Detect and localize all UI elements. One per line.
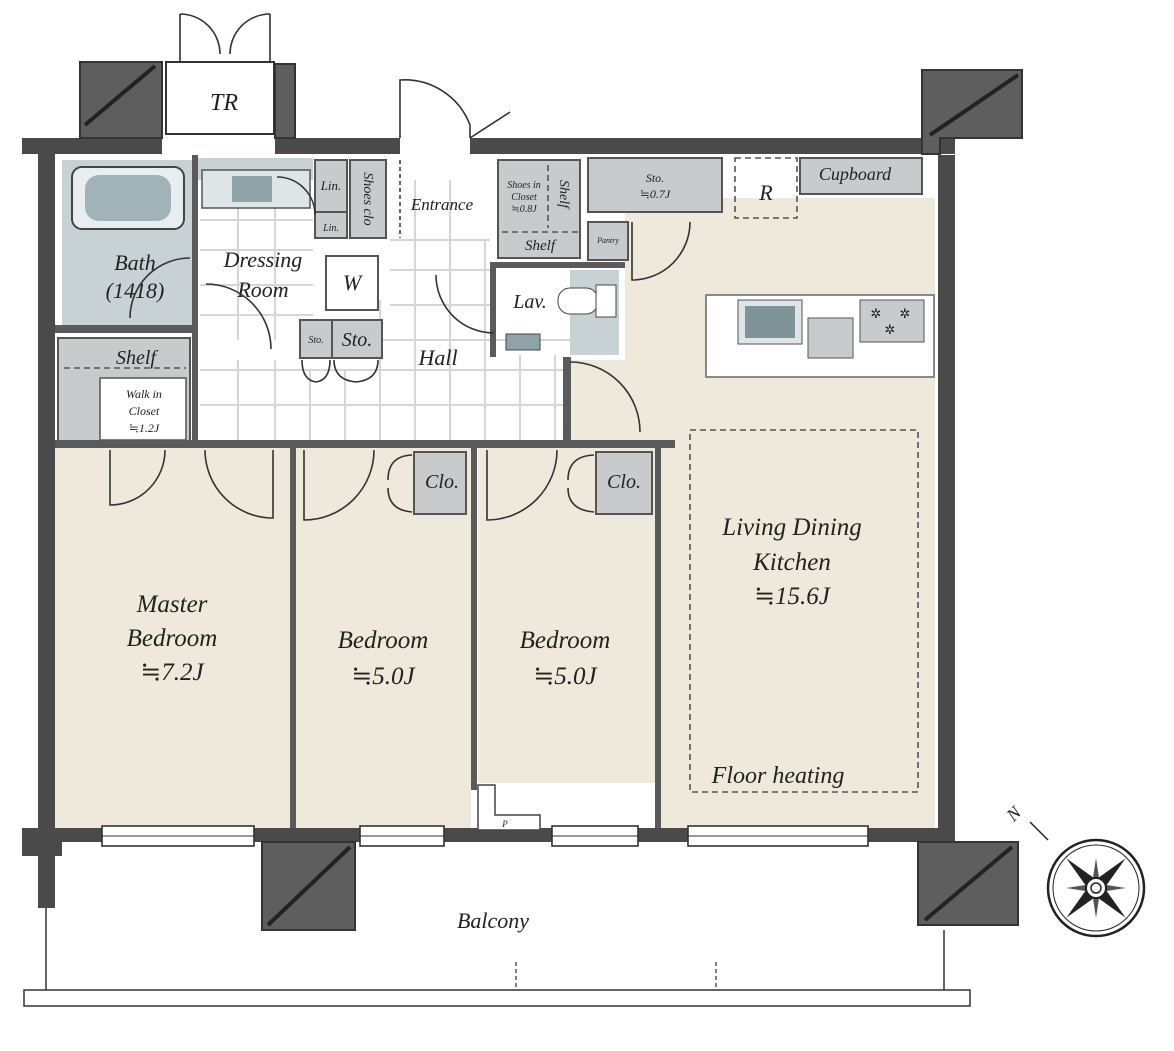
- balcony: Balcony: [23, 908, 971, 1007]
- dressing-room: W Dressing Room: [201, 169, 379, 350]
- wic-shelf-label: Shelf: [116, 347, 158, 369]
- trunk-room: TR: [165, 13, 275, 135]
- master-bedroom-label-2: Bedroom: [127, 625, 218, 652]
- closet-1-label: Clo.: [425, 471, 459, 493]
- linen-top-label: Lin.: [320, 178, 342, 193]
- ldk-label-2: Kitchen: [752, 549, 831, 576]
- dressing-label-1: Dressing: [223, 247, 303, 272]
- shoes-in-closet-2: Closet: [511, 192, 537, 203]
- bath-label: Bath: [114, 250, 156, 275]
- trunk-room-label: TR: [210, 90, 238, 116]
- wic-label-2: Closet: [129, 404, 160, 418]
- hall-tile-grid: [200, 180, 570, 440]
- bath-room: Bath (1418): [71, 166, 191, 319]
- pipe-space-label: P: [501, 819, 508, 829]
- walk-in-closet: Shelf Walk in Closet ≒1.2J: [64, 347, 187, 441]
- master-bedroom-floor: [55, 448, 290, 828]
- bedroom-doors: [109, 449, 558, 521]
- svg-text:✲: ✲: [885, 323, 896, 338]
- linen-bottom-label: Lin.: [322, 223, 339, 234]
- entrance-label: Entrance: [410, 195, 474, 214]
- bedroom-1-label: Bedroom: [338, 627, 429, 654]
- shoes-in-closet: Shoes in Closet ≒0.8J Shelf Shelf: [497, 159, 581, 259]
- pillars: [79, 61, 1023, 931]
- storage-top-1: Sto.: [646, 171, 664, 185]
- pantry-label: Pantry: [596, 236, 619, 245]
- cupboard-label: Cupboard: [819, 164, 892, 184]
- compass-icon: [1029, 821, 1146, 938]
- north-label: N: [1002, 802, 1026, 826]
- dressing-label-2: Room: [236, 277, 288, 302]
- shoes-closet-label: Shoes clo: [360, 172, 375, 225]
- kitchen-counter: ✲ ✲ ✲: [705, 294, 935, 378]
- master-bedroom-label-1: Master: [136, 591, 208, 618]
- washer-space: [325, 255, 379, 311]
- windows: [101, 825, 869, 847]
- linen-cupboards: Lin. Lin. Shoes clo: [276, 159, 387, 239]
- closet-2-label: Clo.: [607, 471, 641, 493]
- shelf-entrance-label: Shelf: [525, 238, 557, 254]
- refrigerator-label: R: [758, 180, 773, 205]
- storage-small-label: Sto.: [308, 335, 323, 346]
- storage-top-2: ≒0.7J: [640, 187, 671, 201]
- shoes-in-closet-1: Shoes in: [507, 180, 541, 191]
- svg-text:✲: ✲: [900, 307, 911, 322]
- master-bedroom-size: ≒7.2J: [140, 659, 205, 686]
- pipe-space: P: [477, 784, 541, 831]
- ldk-label-1: Living Dining: [721, 514, 862, 541]
- floor-heating-label: Floor heating: [711, 763, 845, 789]
- lavatory-label: Lav.: [512, 291, 547, 313]
- shelf-vertical-label: Shelf: [556, 180, 571, 210]
- bedroom-1-size: ≒5.0J: [351, 663, 416, 690]
- balcony-label: Balcony: [457, 908, 529, 933]
- closets: Clo. Clo.: [387, 451, 653, 515]
- wic-label-3: ≒1.2J: [129, 421, 160, 435]
- wic-label-1: Walk in: [126, 387, 162, 401]
- lavatory: Lav.: [435, 274, 641, 433]
- washer-label: W: [343, 270, 363, 295]
- toilet: [557, 287, 599, 315]
- bedroom-2-size: ≒5.0J: [533, 663, 598, 690]
- entrance: Entrance: [399, 79, 511, 238]
- storage-top: Sto. ≒0.7J Pantry: [587, 157, 723, 281]
- floor-heating-area: [689, 429, 919, 793]
- hall-storage: Sto. Sto. Hall: [299, 319, 458, 383]
- pillar-top-left: [79, 61, 163, 139]
- stove: [859, 299, 925, 343]
- ldk-size: ≒15.6J: [754, 583, 832, 610]
- ldk: Living Dining Kitchen ≒15.6J Floor heati…: [689, 429, 919, 793]
- storage-label: Sto.: [342, 329, 373, 351]
- pillar-top-mid: [274, 63, 296, 139]
- shoes-in-closet-3: ≒0.8J: [511, 204, 537, 215]
- bath-size: (1418): [106, 278, 165, 303]
- kitchen-top: R Cupboard: [734, 157, 923, 219]
- refrigerator-space: [734, 157, 798, 219]
- bedroom-labels: Master Bedroom ≒7.2J Bedroom ≒5.0J Bedro…: [127, 591, 611, 690]
- svg-text:✲: ✲: [871, 307, 882, 322]
- hall-label: Hall: [417, 345, 457, 370]
- bedroom-2-label: Bedroom: [520, 627, 611, 654]
